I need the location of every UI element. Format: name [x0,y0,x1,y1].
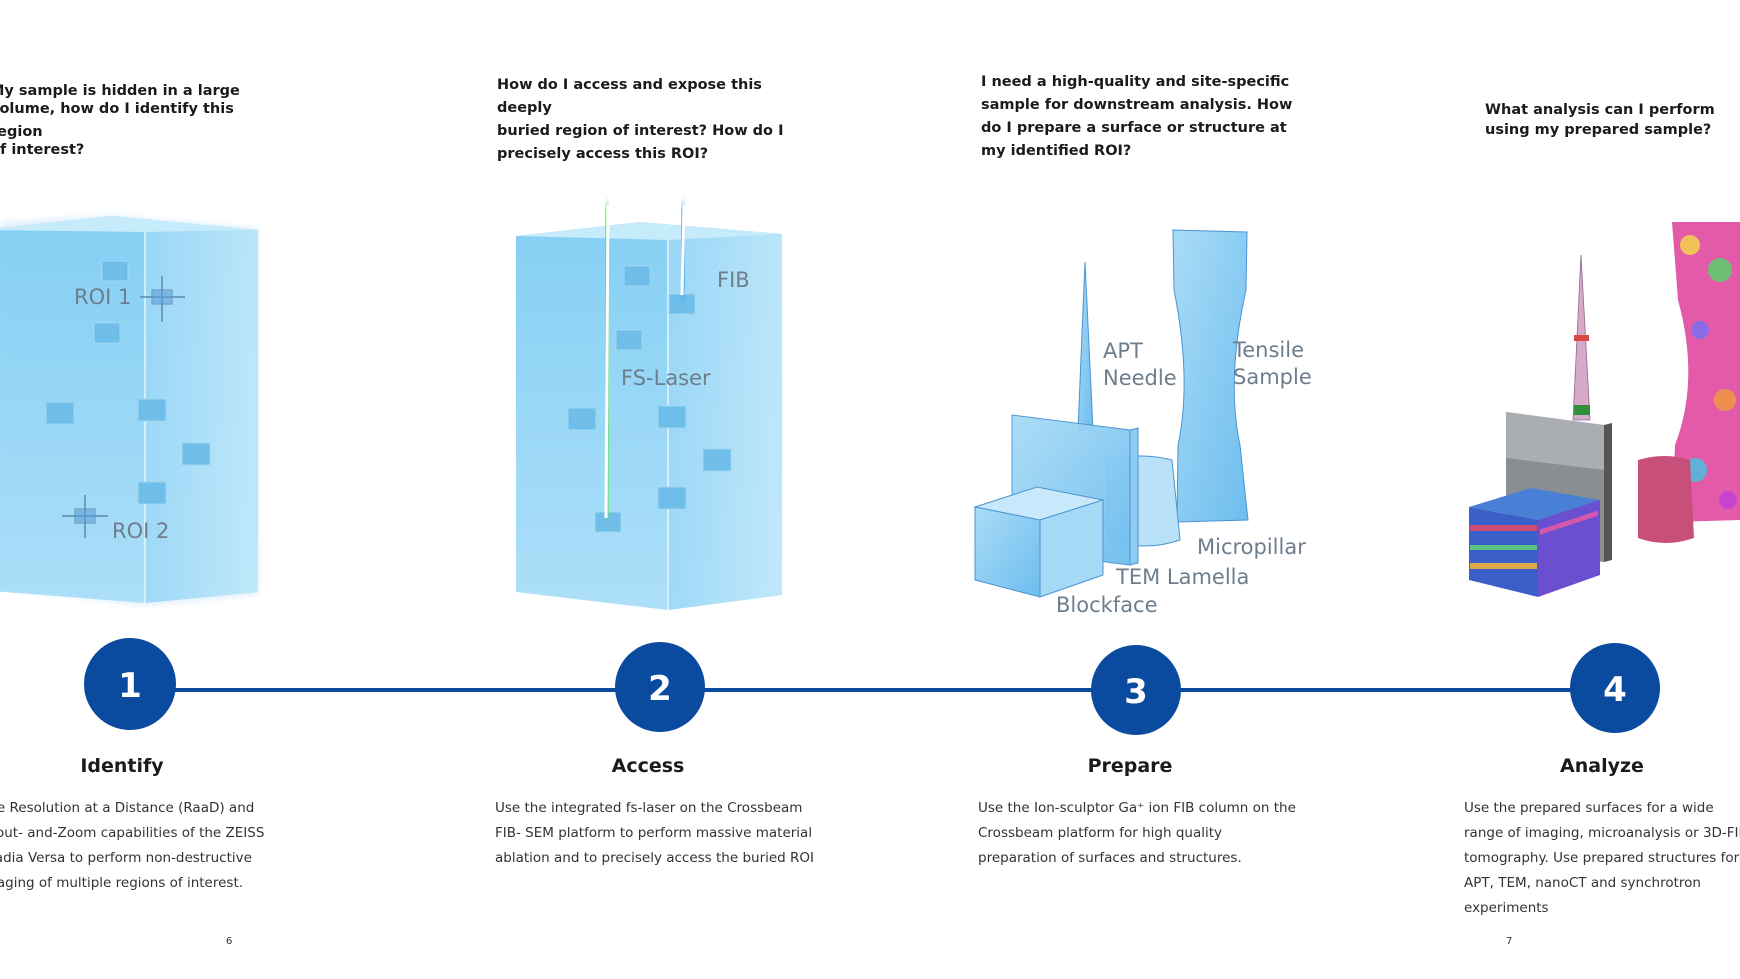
tensile-sample-label-2: Sample [1233,365,1312,389]
apt-needle-shape [1077,261,1094,431]
description-line: tomography. Use prepared structures for [1464,850,1740,866]
description-line: FIB- SEM platform to perform massive mat… [495,825,813,841]
volume-block-access: FIB FS-Laser [516,204,782,610]
step-circle-2: 2 [615,642,705,732]
blockface-label: Blockface [1056,593,1158,617]
question-line: using my prepared sample? [1485,122,1712,138]
question-line: I need a high-quality and site-specific [981,74,1290,90]
analyzed-blockface-shape [1469,488,1600,520]
workflow-timeline: 1 2 3 4 [84,638,1660,735]
volume-block-identify: ROI 1 ROI 2 [0,215,258,606]
question-line: of interest? [0,142,85,158]
description-line: range of imaging, microanalysis or 3D-FI… [1464,825,1740,841]
description-line: preparation of surfaces and structures. [978,850,1242,866]
description-line: Scout- and-Zoom capabilities of the ZEIS… [0,825,265,841]
page-number-right: 7 [1506,936,1513,947]
question-analyze: What analysis can I perform using my pre… [1485,100,1740,140]
step-description-identify: Use Resolution at a Distance (RaaD) and … [0,796,275,896]
question-line: do I prepare a surface or structure at [981,120,1287,136]
analyzed-tensile-shape [1672,222,1740,522]
description-line: Crossbeam platform for high quality [978,825,1223,841]
roi1-crosshair-icon [140,276,185,322]
description-line: Use Resolution at a Distance (RaaD) and [0,800,255,816]
fs-laser-label: FS-Laser [621,366,711,390]
question-prepare: I need a high-quality and site-specific … [981,71,1301,163]
tem-lamella-label: TEM Lamella [1115,565,1249,589]
step-description-analyze: Use the prepared surfaces for a wide ran… [1464,796,1740,921]
roi1-label: ROI 1 [74,285,131,309]
question-line: sample for downstream analysis. How [981,97,1293,113]
roi-cube [101,260,129,282]
step-title-identify: Identify [80,755,164,777]
question-line: buried region of interest? How do I [497,123,784,139]
step-description-access: Use the integrated fs-laser on the Cross… [495,796,825,871]
step-circle-3: 3 [1091,645,1181,735]
description-line: APT, TEM, nanoCT and synchrotron [1464,875,1701,891]
question-line: my identified ROI? [981,143,1132,159]
question-access: How do I access and expose this deeply b… [497,74,817,166]
apt-needle-label-2: Needle [1103,366,1177,390]
micropillar-label: Micropillar [1197,535,1306,559]
roi2-label: ROI 2 [112,519,169,543]
description-line: experiments [1464,900,1549,916]
step-number: 1 [118,666,142,706]
description-line: Use the Ion-sculptor Ga⁺ ion FIB column … [978,800,1296,816]
step-description-prepare: Use the Ion-sculptor Ga⁺ ion FIB column … [978,796,1308,871]
question-identify: My sample is hidden in a large volume, h… [0,80,250,162]
step-number: 4 [1603,670,1627,710]
description-line: Use the prepared surfaces for a wide [1464,800,1714,816]
description-line: Use the integrated fs-laser on the Cross… [495,800,803,816]
fib-label: FIB [717,268,750,292]
roi2-crosshair-icon [62,495,108,538]
description-line: Xradia Versa to perform non-destructive [0,850,252,866]
question-line: My sample is hidden in a large [0,83,240,99]
description-line: imaging of multiple regions of interest. [0,875,244,891]
tensile-sample-shape [1172,229,1249,523]
question-line: How do I access and expose this deeply [497,77,762,116]
step-title-prepare: Prepare [1087,755,1173,777]
page-number-left: 6 [226,936,233,947]
step-title-analyze: Analyze [1560,755,1644,777]
question-line: What analysis can I perform [1485,102,1715,118]
analyzed-micropillar-shape [1638,456,1694,543]
apt-needle-label-1: APT [1103,339,1143,363]
question-line: precisely access this ROI? [497,146,709,162]
question-line: volume, how do I identify this region [0,101,234,140]
step-number: 3 [1124,672,1148,712]
step-number: 2 [648,669,672,709]
description-line: ablation and to precisely access the bur… [495,850,815,866]
analysis-results [1469,222,1740,597]
step-circle-4: 4 [1570,643,1660,733]
prepared-structures: APT Needle Tensile Sample Micropillar TE… [973,229,1312,617]
step-title-access: Access [611,755,685,777]
step-circle-1: 1 [84,638,176,730]
workflow-illustrations: ROI 1 ROI 2 FIB FS-Laser [0,204,1740,617]
tensile-sample-label-1: Tensile [1232,338,1304,362]
